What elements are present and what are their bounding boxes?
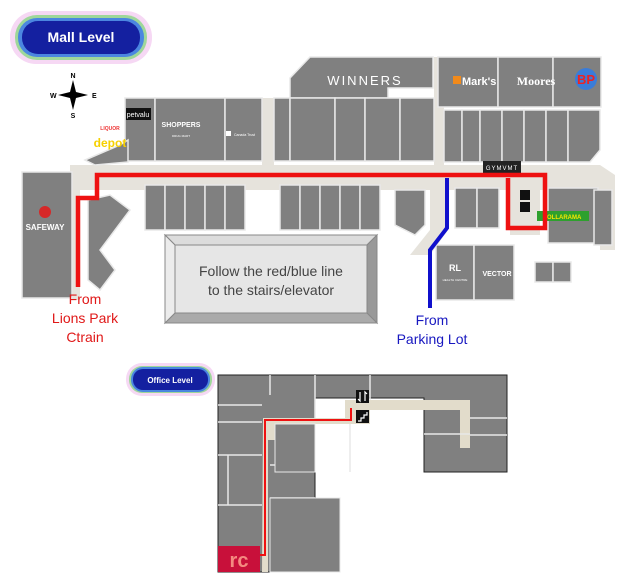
store-canada-trust[interactable]: Canada Trust — [234, 133, 255, 137]
store-shoppers-sub: DRUG MART — [172, 134, 190, 138]
red-route-label: From Lions Park Ctrain — [52, 291, 119, 345]
store-dollarama[interactable]: DOLLARAMA — [543, 215, 582, 221]
mall-stores — [21, 56, 613, 301]
store-liquor-depot[interactable]: depot — [94, 136, 127, 150]
svg-text:Parking Lot: Parking Lot — [397, 331, 468, 347]
blue-route-line — [428, 178, 449, 308]
store-marks[interactable]: Mark's — [462, 76, 496, 88]
office-floor-plan — [217, 374, 508, 573]
store-moores[interactable]: Moores — [517, 74, 556, 88]
svg-text:N: N — [70, 73, 75, 80]
red-route-line — [75, 172, 548, 287]
svg-text:E: E — [92, 93, 97, 100]
info-box: Follow the red/blue line to the stairs/e… — [163, 233, 379, 325]
store-shoppers[interactable]: SHOPPERS — [162, 122, 201, 129]
svg-text:From: From — [416, 312, 449, 328]
office-elevator-icon — [356, 390, 369, 403]
office-level-button[interactable]: Office Level — [126, 363, 215, 396]
svg-text:W: W — [50, 93, 57, 100]
store-winners[interactable]: WINNERS — [327, 73, 402, 88]
store-vector[interactable]: VECTOR — [482, 271, 511, 278]
mall-level-label: Mall Level — [48, 29, 115, 45]
store-rl-sub: HEALTH CENTRE — [443, 278, 468, 282]
office-stairs-icon — [356, 410, 369, 423]
blue-route-label: From Parking Lot — [397, 312, 468, 347]
office-red-route-line — [260, 408, 352, 556]
store-bp-logo[interactable]: BP — [575, 68, 597, 90]
svg-text:S: S — [71, 113, 76, 120]
store-petvalu[interactable]: petvalu — [127, 112, 150, 119]
svg-text:Lions Park: Lions Park — [52, 310, 119, 326]
elevator-icon — [520, 190, 530, 200]
svg-text:rc: rc — [230, 550, 249, 572]
svg-text:BP: BP — [577, 72, 595, 87]
office-level-label: Office Level — [147, 376, 192, 385]
store-liquor-depot-top: LIQUOR — [100, 126, 120, 132]
rc-logo[interactable]: rc — [218, 546, 260, 572]
svg-text:Ctrain: Ctrain — [66, 329, 103, 345]
store-rl[interactable]: RL — [449, 263, 461, 273]
store-gymvmt[interactable]: GYMVMT — [486, 166, 518, 172]
mall-level-button[interactable]: Mall Level — [10, 11, 152, 64]
store-safeway[interactable]: SAFEWAY — [26, 223, 65, 232]
compass-rose-icon: N S E W — [50, 73, 97, 120]
stairs-icon — [520, 202, 530, 212]
svg-text:From: From — [69, 291, 102, 307]
info-line-2: to the stairs/elevator — [208, 282, 334, 298]
info-line-1: Follow the red/blue line — [199, 263, 343, 279]
